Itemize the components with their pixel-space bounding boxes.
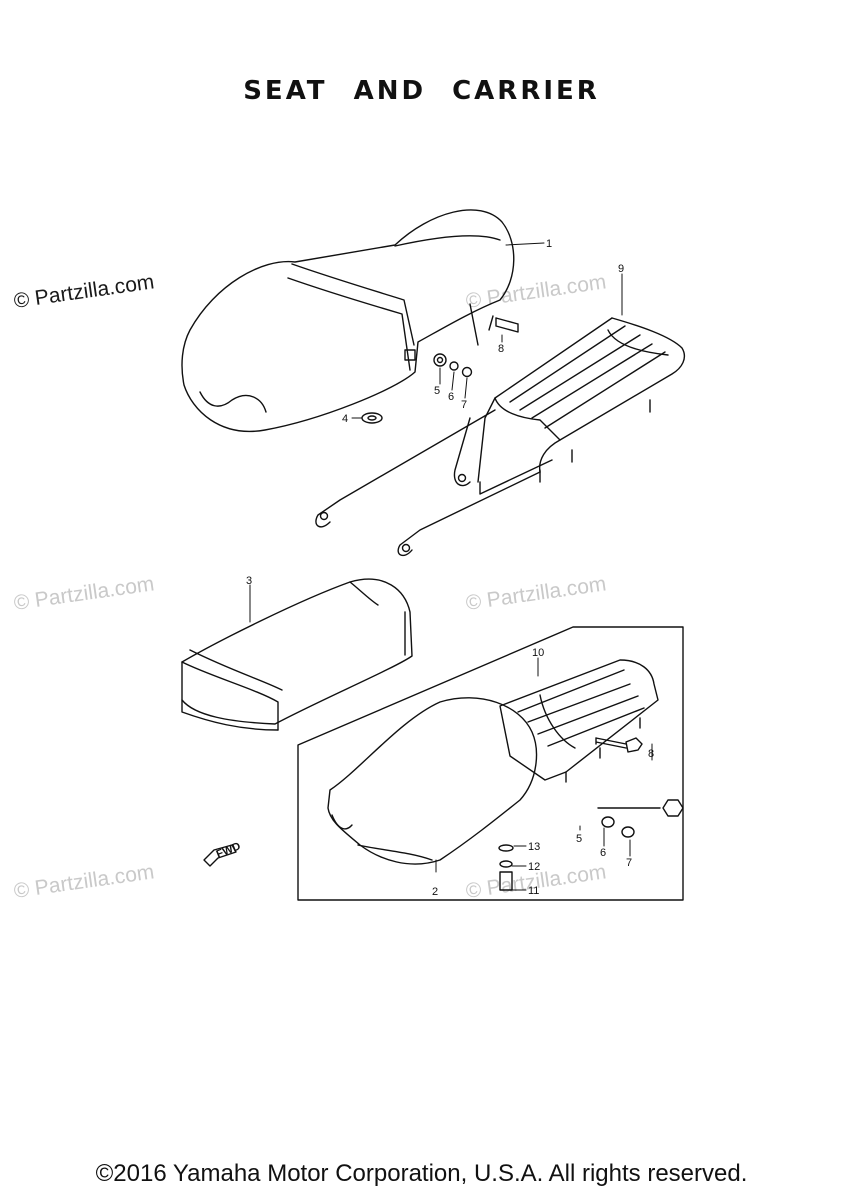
callout-2: 2 — [432, 886, 438, 898]
callout-5: 5 — [434, 385, 440, 397]
callout-11: 11 — [528, 885, 539, 897]
callout-13: 13 — [528, 841, 540, 853]
callout-1: 1 — [546, 238, 552, 250]
assembly-frame — [297, 626, 684, 901]
fwd-label: FWD — [215, 840, 243, 861]
callout-7: 7 — [626, 857, 632, 869]
dual-seat-part-1 — [181, 209, 515, 433]
callout-6: 6 — [600, 847, 606, 859]
seat-part-3 — [181, 578, 413, 731]
callout-8: 8 — [648, 748, 654, 760]
callout-9: 9 — [618, 263, 624, 275]
callout-10: 10 — [532, 647, 544, 659]
callout-7: 7 — [461, 399, 467, 411]
callout-6: 6 — [448, 391, 454, 403]
callout-5: 5 — [576, 833, 582, 845]
callout-3: 3 — [246, 575, 252, 587]
seat-part-2 — [327, 697, 538, 865]
hardware-lower — [498, 737, 684, 891]
callout-4: 4 — [342, 413, 348, 425]
page-title: SEAT AND CARRIER — [243, 76, 600, 106]
hardware-upper — [361, 315, 519, 424]
carrier-rack-part-9 — [315, 317, 686, 557]
callout-12: 12 — [528, 861, 540, 873]
fwd-arrow-icon — [203, 844, 237, 867]
copyright-notice: ©2016 Yamaha Motor Corporation, U.S.A. A… — [95, 1160, 748, 1187]
callout-8: 8 — [498, 343, 504, 355]
carrier-part-10 — [499, 659, 659, 783]
